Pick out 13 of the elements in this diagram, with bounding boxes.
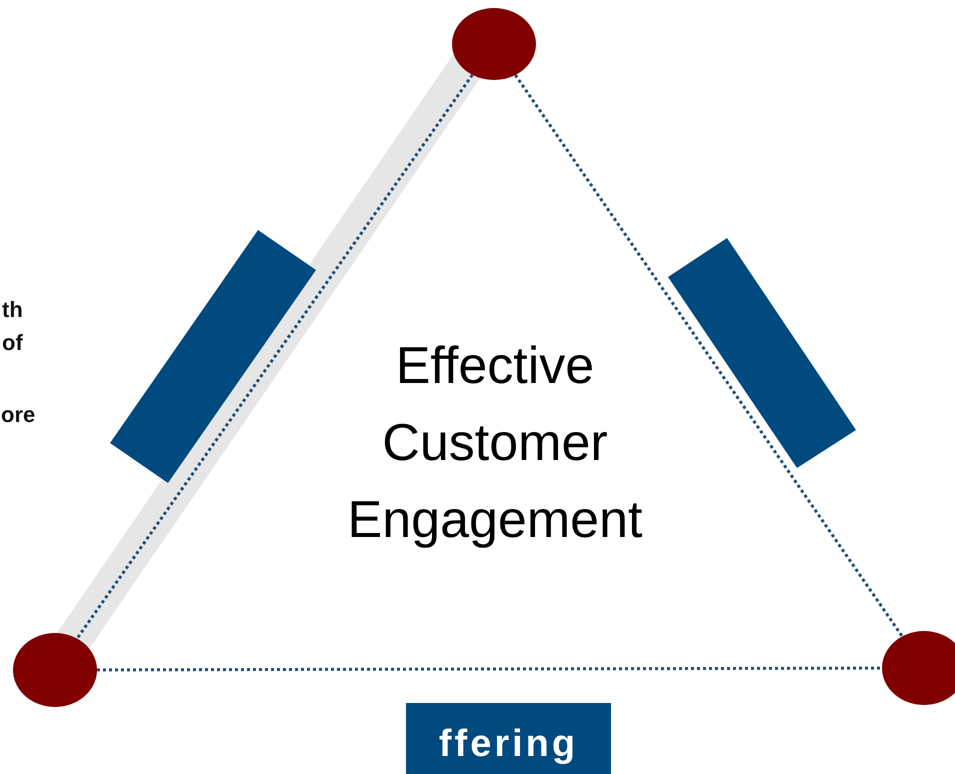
text-fragment: of <box>2 332 23 354</box>
vertex-circle <box>452 8 536 80</box>
dotted-connector <box>76 74 474 640</box>
dotted-connector <box>97 666 882 672</box>
text-fragment: th <box>2 299 23 321</box>
dotted-connector <box>514 74 904 638</box>
label-bar <box>668 238 856 468</box>
text-fragment: ore <box>1 404 36 426</box>
label-bar <box>110 230 316 483</box>
node-text: ffering <box>438 725 580 763</box>
center-title: Effective Customer Engagement <box>346 336 644 551</box>
vertex-circle <box>13 633 97 707</box>
label-box <box>406 703 611 774</box>
